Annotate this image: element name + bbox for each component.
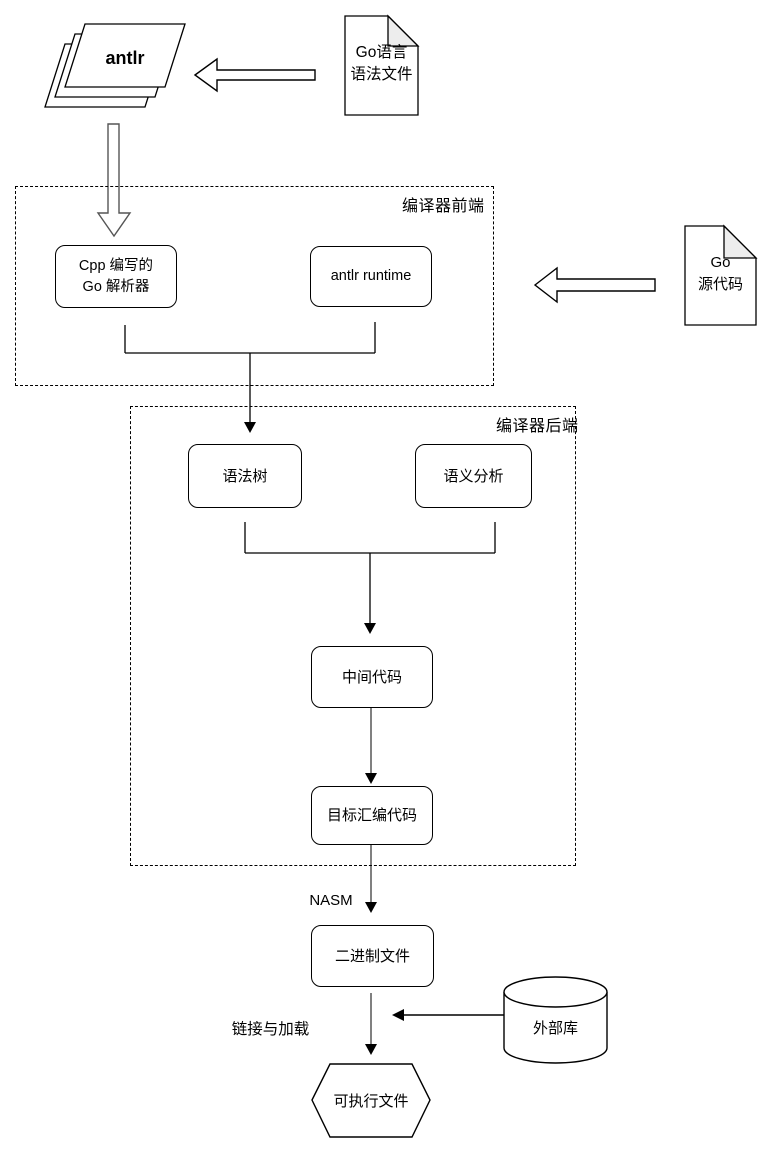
arrow-assembly-to-binary: [365, 844, 377, 913]
executable-label: 可执行文件: [333, 1093, 409, 1110]
grammar-document-shape: [344, 14, 420, 116]
link-load-edge-label: 链接与加载: [231, 1021, 310, 1038]
frontend-group-box: [15, 186, 494, 386]
source-document-shape: [684, 224, 758, 326]
node-binary-file: 二进制文件: [311, 925, 434, 987]
arrow-binary-to-executable: [365, 993, 377, 1055]
node-cpp-parser: Cpp 编写的 Go 解析器: [55, 245, 177, 308]
node-intermediate-code: 中间代码: [311, 646, 433, 708]
frontend-group-label: 编译器前端: [402, 198, 485, 215]
backend-merge-connector: [244, 522, 496, 624]
external-lib-cylinder-shape: [503, 976, 608, 1064]
arrow-externallib-to-link: [392, 1009, 504, 1021]
node-syntax-tree: 语法树: [188, 444, 302, 508]
antlr-label: antlr: [105, 48, 145, 68]
backend-group-box: [130, 406, 576, 866]
source-doc-label: Go 源代码: [697, 254, 743, 293]
frontend-merge-connector: [124, 322, 376, 423]
executable-hexagon-shape: [311, 1063, 431, 1138]
arrow-source-to-frontend: [533, 266, 656, 304]
arrow-grammar-to-antlr: [193, 57, 316, 93]
node-semantic-analysis: 语义分析: [415, 444, 532, 508]
nasm-edge-label: NASM: [309, 892, 353, 909]
node-target-assembly: 目标汇编代码: [311, 786, 433, 845]
external-lib-label: 外部库: [532, 1020, 578, 1037]
grammar-doc-label: Go语言 语法文件: [350, 44, 413, 84]
antlr-stack-shape: [44, 23, 186, 108]
node-antlr-runtime: antlr runtime: [310, 246, 432, 307]
arrowhead-to-syntax-tree: [244, 422, 256, 433]
arrow-intermediate-to-assembly: [365, 707, 377, 784]
arrow-antlr-to-frontend: [96, 123, 132, 238]
backend-group-label: 编译器后端: [496, 418, 579, 435]
arrowhead-to-intermediate-code: [364, 623, 376, 634]
